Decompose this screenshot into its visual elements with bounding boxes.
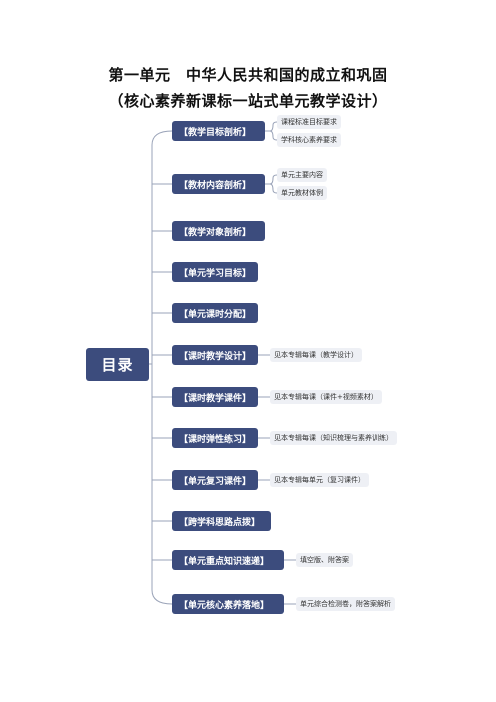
mindmap-branch-node: 【课时教学设计】	[172, 345, 258, 365]
mindmap-branch-node: 【教学对象剖析】	[172, 221, 265, 241]
document-title: 第一单元 中华人民共和国的成立和巩固	[108, 66, 388, 84]
mindmap-leaf-node: 见本专辑每课（课件+视频素材）	[270, 390, 382, 404]
connector-line	[151, 130, 173, 605]
connector-line	[265, 121, 278, 132]
mindmap-leaf-node: 见本专辑每课（教学设计）	[270, 348, 362, 362]
mindmap-branch-node: 【单元复习课件】	[172, 470, 258, 490]
mindmap-branch-node: 【课时弹性练习】	[172, 428, 258, 448]
mindmap-leaf-node: 见本专辑每单元（复习课件）	[270, 473, 369, 487]
mindmap-leaf-node: 填空版、附答案	[296, 553, 353, 567]
mindmap-branch-node: 【课时教学课件】	[172, 387, 258, 407]
mindmap-branch-node: 【单元核心素养落地】	[172, 594, 284, 614]
mindmap-branch-node: 【教材内容剖析】	[172, 174, 265, 194]
mindmap-branch-node: 【教学目标剖析】	[172, 121, 265, 141]
mindmap-leaf-node: 见本专辑每课（知识梳理与素养训练）	[270, 431, 397, 445]
mindmap-leaf-node: 课程标准目标要求	[277, 115, 341, 129]
mindmap-leaf-node: 单元教材体例	[277, 186, 327, 200]
mindmap-leaf-node: 单元综合检测卷，附答案解析	[296, 597, 395, 611]
mindmap-root: 目录	[86, 348, 149, 381]
mindmap-leaf-node: 单元主要内容	[277, 168, 327, 182]
connector-line	[265, 183, 278, 194]
connector-line	[265, 130, 278, 141]
mindmap-branch-node: 【单元学习目标】	[172, 262, 258, 282]
connector-line	[265, 174, 278, 185]
mindmap-branch-node: 【单元课时分配】	[172, 303, 258, 323]
mindmap-branch-node: 【单元重点知识速递】	[172, 550, 284, 570]
mindmap-branch-node: 【跨学科思路点拨】	[172, 511, 271, 531]
mindmap-leaf-node: 学科核心素养要求	[277, 133, 341, 147]
document-subtitle: （核心素养新课标一站式单元教学设计）	[108, 92, 388, 110]
